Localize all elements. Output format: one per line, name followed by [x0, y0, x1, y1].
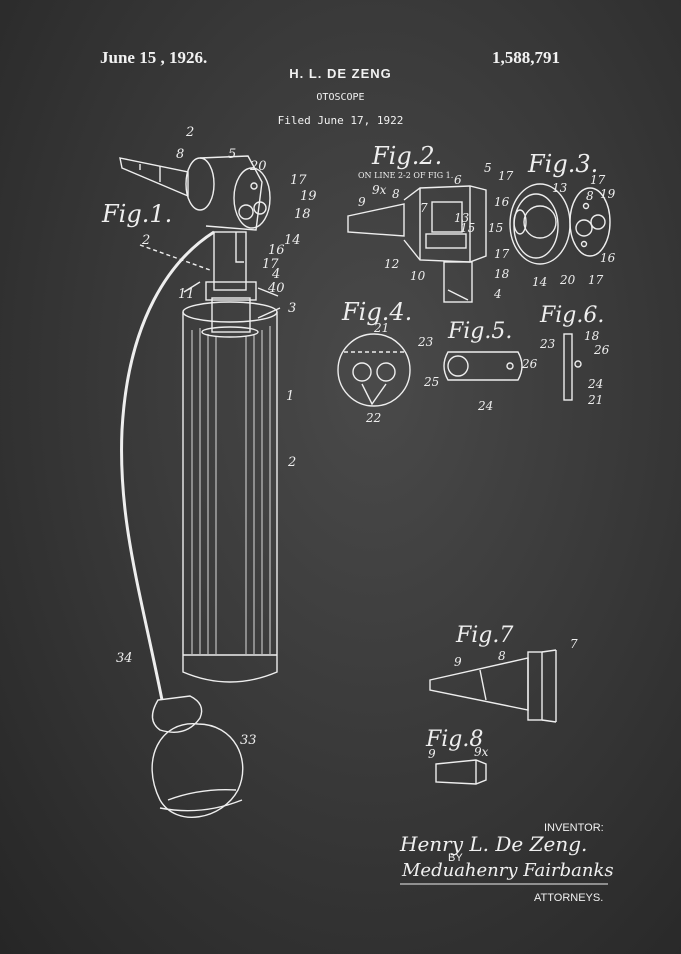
- svg-text:21: 21: [373, 321, 389, 335]
- svg-text:13: 13: [454, 211, 470, 225]
- svg-text:8: 8: [586, 189, 594, 203]
- svg-text:15: 15: [488, 221, 503, 235]
- svg-text:3: 3: [288, 301, 296, 316]
- svg-text:8: 8: [176, 147, 184, 162]
- svg-text:14: 14: [284, 233, 301, 248]
- svg-text:14: 14: [532, 275, 547, 289]
- fig1-otoscope-drawing: [119, 155, 281, 818]
- svg-text:21: 21: [587, 393, 603, 407]
- fig1-label: Fig.1.: [101, 200, 172, 228]
- svg-text:22: 22: [365, 411, 381, 425]
- svg-text:9x: 9x: [474, 745, 489, 759]
- svg-text:18: 18: [294, 207, 311, 222]
- svg-text:2: 2: [185, 125, 194, 140]
- svg-text:13: 13: [552, 181, 568, 195]
- svg-text:8: 8: [392, 187, 400, 201]
- svg-text:15: 15: [460, 221, 475, 235]
- fig6-label: Fig.6.: [539, 303, 604, 328]
- svg-text:20: 20: [249, 159, 267, 174]
- svg-text:26: 26: [521, 357, 538, 371]
- svg-text:25: 25: [423, 375, 439, 389]
- svg-text:19: 19: [300, 189, 317, 204]
- patent-number: 1,588,791: [492, 48, 560, 67]
- patent-date: June 15 , 1926.: [100, 48, 208, 67]
- fig3-label: Fig.3.: [527, 150, 598, 178]
- svg-text:11: 11: [178, 287, 195, 302]
- svg-text:4: 4: [271, 267, 280, 282]
- svg-text:12: 12: [384, 257, 399, 271]
- svg-text:16: 16: [494, 195, 510, 209]
- fig2-note: ON LINE 2-2 OF FIG 1.: [358, 171, 453, 180]
- svg-text:40: 40: [267, 281, 285, 296]
- svg-text:20: 20: [559, 273, 576, 287]
- inventor-label: INVENTOR:: [544, 822, 604, 834]
- svg-text:16: 16: [268, 243, 285, 258]
- attorneys-signature: Meduahenry Fairbanks: [402, 860, 614, 881]
- svg-text:16: 16: [600, 251, 616, 265]
- svg-text:17: 17: [494, 247, 510, 261]
- patent-title: OTOSCOPE: [316, 92, 365, 103]
- fig2-section-drawing: [347, 185, 487, 303]
- filed-date: Filed June 17, 1922: [277, 114, 404, 127]
- svg-text:17: 17: [262, 257, 279, 272]
- fig2-label: Fig.2.: [371, 142, 442, 170]
- svg-text:24: 24: [477, 399, 493, 413]
- fig7-label: Fig.7: [455, 623, 513, 648]
- fig5-drawing: [443, 351, 523, 381]
- svg-text:17: 17: [498, 169, 514, 183]
- svg-text:5: 5: [484, 161, 492, 175]
- svg-text:24: 24: [587, 377, 603, 391]
- fig7-speculum-drawing: [429, 649, 557, 723]
- svg-text:8: 8: [498, 649, 506, 663]
- fig4-drawing: [337, 333, 411, 407]
- svg-text:10: 10: [410, 269, 426, 283]
- attorneys-label: ATTORNEYS.: [534, 892, 604, 904]
- svg-text:1: 1: [286, 389, 294, 404]
- fig3-lens-drawing: [509, 183, 611, 265]
- svg-text:18: 18: [494, 267, 510, 281]
- svg-text:7: 7: [420, 201, 428, 215]
- svg-text:19: 19: [600, 187, 616, 201]
- fig5-label: Fig.5.: [447, 319, 512, 344]
- svg-text:2: 2: [141, 233, 150, 248]
- svg-text:9: 9: [428, 747, 436, 761]
- svg-text:17: 17: [590, 173, 606, 187]
- svg-text:4: 4: [493, 287, 502, 301]
- svg-text:6: 6: [454, 173, 462, 187]
- svg-text:23: 23: [417, 335, 434, 349]
- fig6-drawing: [563, 333, 582, 401]
- by-label: BY: [448, 852, 463, 864]
- fig8-drawing: [435, 759, 487, 785]
- fig4-label: Fig.4.: [341, 298, 412, 326]
- inventor-signature: Henry L. De Zeng.: [400, 832, 588, 856]
- svg-text:17: 17: [588, 273, 604, 287]
- inventor-name: H. L. DE ZENG: [289, 66, 392, 81]
- svg-text:26: 26: [593, 343, 610, 357]
- svg-text:9: 9: [454, 655, 462, 669]
- svg-text:18: 18: [584, 329, 600, 343]
- svg-text:5: 5: [228, 147, 236, 162]
- svg-text:17: 17: [290, 173, 307, 188]
- svg-text:2: 2: [287, 455, 296, 470]
- svg-text:7: 7: [570, 637, 578, 651]
- svg-text:23: 23: [539, 337, 556, 351]
- svg-text:9x: 9x: [372, 183, 387, 197]
- svg-text:9: 9: [358, 195, 366, 209]
- svg-text:33: 33: [240, 733, 257, 748]
- svg-text:34: 34: [116, 651, 133, 666]
- fig8-label: Fig.8: [425, 727, 483, 752]
